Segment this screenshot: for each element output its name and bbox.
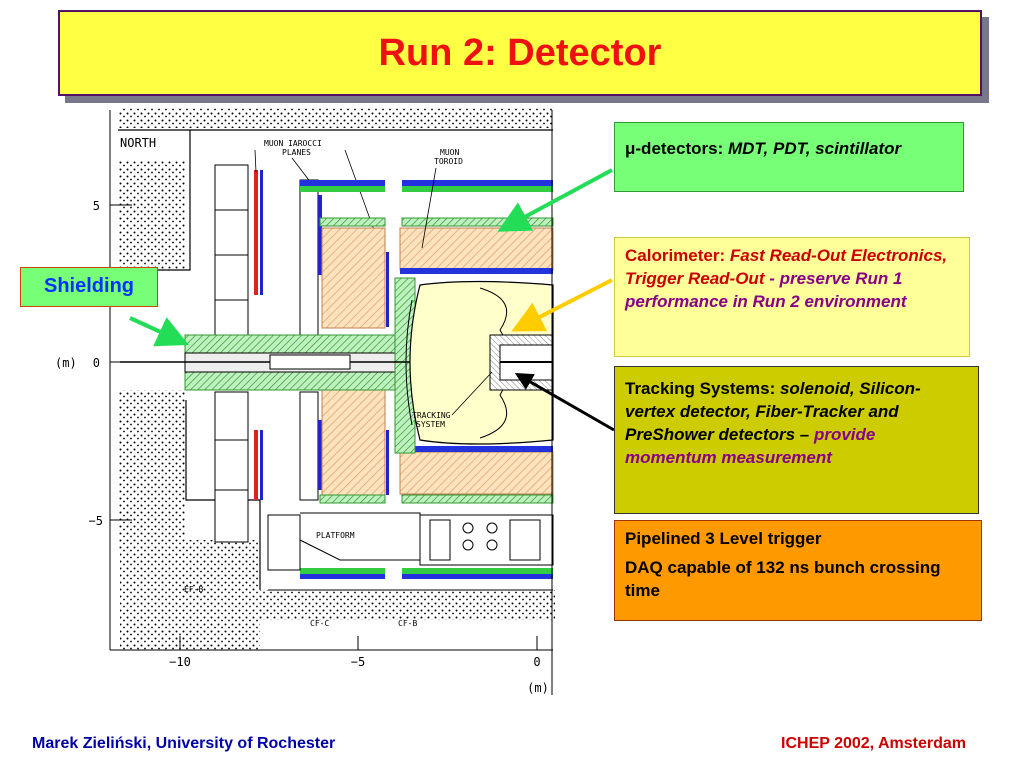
muon-toroid: MUON TOROID — [300, 148, 554, 579]
shielding-callout: Shielding — [20, 267, 158, 307]
tracking-components: solenoid, Silicon-vertex detector, Fiber… — [625, 379, 921, 444]
cf-b-label: CF-B — [398, 619, 417, 628]
detector-diagram: 5 0 −5 (m) −10 −5 0 (m) MUON IAROCCI — [55, 108, 615, 695]
tracking-purpose: provide momentum measurement — [625, 425, 876, 467]
muon-label: MUON — [440, 148, 459, 157]
x-axis: −10 −5 0 (m) — [110, 636, 553, 695]
arrow-mu — [497, 168, 613, 232]
y-tick-label: −5 — [89, 514, 103, 528]
toroid-label: TOROID — [434, 157, 463, 166]
calorimeter-callout: Calorimeter: Fast Read-Out Electronics, … — [614, 237, 970, 357]
north-label: NORTH — [120, 136, 156, 150]
footer-conference: ICHEP 2002, Amsterdam — [781, 735, 966, 752]
collision-hall-rock — [118, 108, 555, 650]
shielding-label: Shielding — [44, 275, 134, 297]
cf-c-label: CF-C — [310, 619, 329, 628]
y-tick-label: 0 — [93, 356, 100, 370]
muon-iarocci-label: MUON IAROCCI — [264, 139, 322, 148]
y-axis-unit: (m) — [55, 356, 77, 370]
tracking-callout: Tracking Systems: solenoid, Silicon-vert… — [614, 366, 979, 514]
mu-detectors-callout: μ-detectors: MDT, PDT, scintillator — [614, 122, 964, 192]
muon-iarocci-planes: MUON IAROCCI PLANES — [214, 139, 389, 543]
calorimeter-electronics: Fast Read-Out Electronics, Trigger Read-… — [625, 246, 948, 288]
x-tick-label: 0 — [533, 655, 540, 669]
planes-label: PLANES — [282, 148, 311, 157]
x-axis-unit: (m) — [527, 681, 549, 695]
trigger-callout: Pipelined 3 Level trigger DAQ capable of… — [614, 520, 982, 621]
arrow-cal — [511, 278, 613, 332]
calorimeter-performance: - preserve Run 1 performance in Run 2 en… — [625, 269, 907, 311]
ef-b-label: EF-B — [184, 585, 203, 594]
daq-line: DAQ capable of 132 ns bunch crossing tim… — [625, 558, 941, 600]
tracking-label: TRACKING — [412, 411, 451, 420]
shaft-labels: EF-B CF-C CF-B — [184, 585, 417, 628]
slide-title: Run 2: Detector — [378, 31, 662, 74]
x-tick-label: −10 — [169, 655, 191, 669]
title-banner: Run 2: Detector — [58, 10, 982, 96]
arrow-trk — [514, 373, 615, 432]
y-tick-label: 5 — [93, 199, 100, 213]
shielding-beamline — [120, 277, 553, 454]
footer-author: Marek Zieliński, University of Rochester — [32, 735, 336, 752]
system-label: SYSTEM — [416, 420, 445, 429]
x-tick-label: −5 — [351, 655, 365, 669]
trigger-line: Pipelined 3 Level trigger — [625, 529, 822, 548]
mu-label: μ-detectors: — [625, 139, 728, 158]
arrow-shield — [129, 316, 189, 347]
y-axis: 5 0 −5 (m) — [55, 110, 132, 650]
platform-label: PLATFORM — [316, 531, 355, 540]
platform — [267, 512, 554, 591]
tracking-systems-label: Tracking Systems: — [625, 379, 780, 398]
mu-value: MDT, PDT, scintillator — [727, 139, 902, 158]
calorimeter-label: Calorimeter: — [625, 246, 730, 265]
